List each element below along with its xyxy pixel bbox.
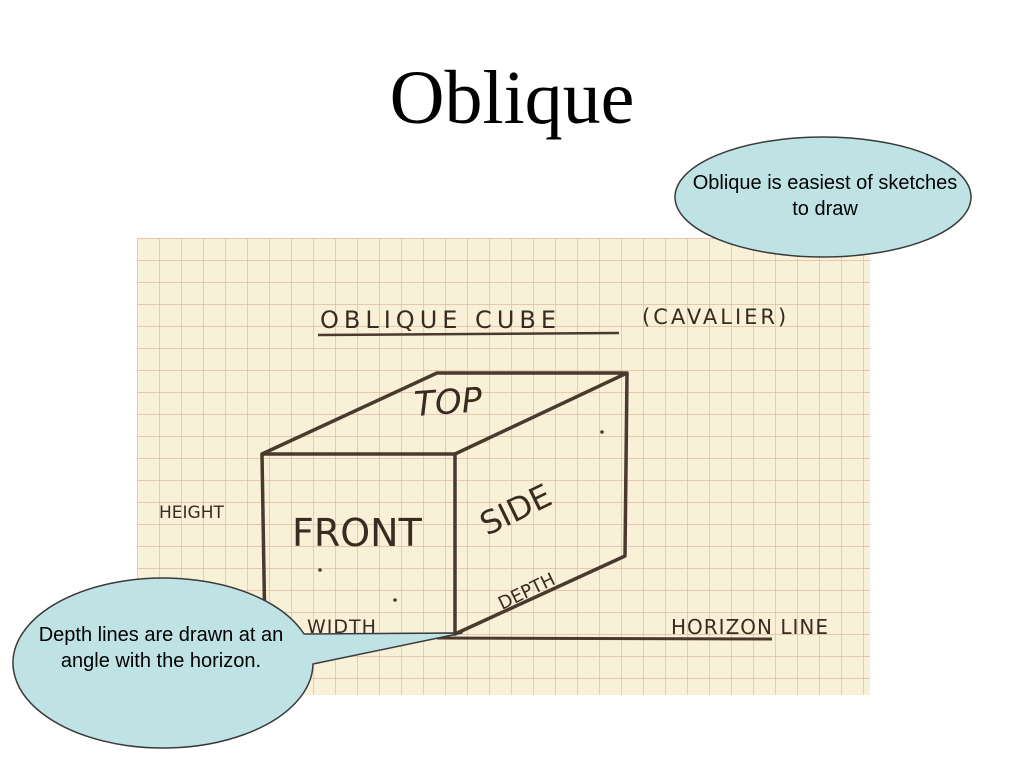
slide-title: Oblique	[389, 56, 635, 140]
label-horizon-line: HORIZON LINE	[671, 615, 829, 639]
oblique-cube-sketch: OBLIQUE CUBE (CAVALIER) TOP FRONT SIDE H…	[137, 238, 870, 695]
label-height: HEIGHT	[159, 503, 224, 523]
label-front: FRONT	[292, 511, 423, 555]
cube-side-face	[454, 372, 629, 636]
heading-underline	[317, 331, 620, 337]
cube-top-face	[261, 371, 629, 456]
label-top: TOP	[413, 380, 484, 425]
pencil-dot	[600, 430, 604, 434]
callout-top-text: Oblique is easiest of sketches to draw	[692, 172, 958, 220]
sketch-subheading: (CAVALIER)	[642, 305, 789, 329]
sketch-heading: OBLIQUE CUBE	[320, 306, 561, 334]
pencil-dot	[393, 598, 397, 602]
callout-bottom-text: Depth lines are drawn at an angle with t…	[38, 624, 284, 672]
pencil-dot	[318, 568, 322, 572]
label-width: WIDTH	[307, 616, 377, 638]
horizon-line	[436, 636, 773, 641]
